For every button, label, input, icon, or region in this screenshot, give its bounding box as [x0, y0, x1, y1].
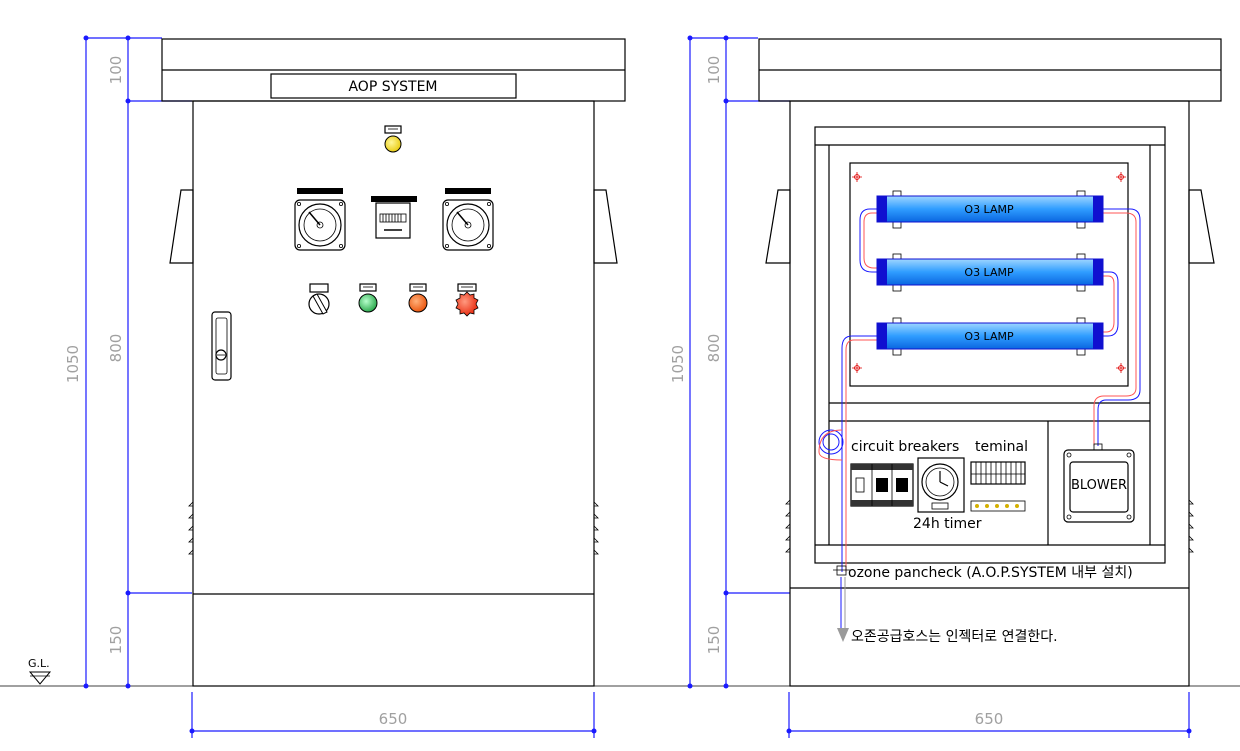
front-dim-width: 650 [379, 710, 408, 728]
o3-lamp-1-label: O3 LAMP [964, 203, 1014, 216]
front-view: 100 800 1050 150 650 AOP SYSTEM [64, 35, 626, 738]
indicator-orange [408, 283, 428, 313]
lamp-wiring [818, 208, 1141, 572]
circuit-breakers-label: circuit breakers [851, 439, 959, 455]
timer-label: 24h timer [913, 516, 982, 532]
interior-dim-top: 100 [705, 56, 723, 85]
circuit-breakers [850, 463, 914, 507]
hose-note: 오존공급호스는 인젝터로 연결한다. [851, 629, 1058, 645]
hour-counter [371, 196, 417, 239]
interior-cabinet-body [789, 100, 1190, 687]
front-dim-top: 100 [107, 56, 125, 85]
emergency-stop-button[interactable] [455, 283, 479, 317]
inner-frame [814, 126, 1166, 564]
front-right-hood [593, 189, 618, 264]
front-title-plate [270, 73, 517, 99]
interior-dim-body: 800 [705, 334, 723, 363]
ozone-hose-arrow [837, 577, 849, 642]
ground-label: G.L. [28, 657, 50, 670]
front-dim-total: 1050 [64, 345, 82, 383]
o3-lamp-3: O3 LAMP [876, 317, 1104, 356]
interior-view: 100 800 1050 150 650 [669, 35, 1222, 738]
blower-label: BLOWER [1071, 478, 1127, 493]
lamp-panel [849, 162, 1129, 387]
interior-dim-total: 1050 [669, 345, 687, 383]
indicator-yellow [384, 125, 402, 153]
blower: BLOWER [1063, 443, 1135, 523]
front-louvers [188, 501, 599, 555]
front-dimension-lines [83, 35, 597, 738]
front-left-hood [169, 189, 194, 264]
front-dim-base: 150 [107, 626, 125, 655]
ozone-pancheck [833, 565, 850, 576]
interior-dim-width: 650 [975, 710, 1004, 728]
o3-lamp-3-label: O3 LAMP [964, 330, 1014, 343]
pancheck-label: ozone pancheck (A.O.P.SYSTEM 내부 설치) [848, 565, 1133, 581]
o3-lamp-2: O3 LAMP [876, 253, 1104, 292]
voltmeter [294, 188, 346, 251]
interior-dim-base: 150 [705, 626, 723, 655]
ammeter [442, 188, 494, 251]
selector-switch[interactable] [308, 283, 330, 315]
terminal-label: teminal [975, 439, 1028, 455]
front-cabinet-body [192, 100, 595, 687]
terminal-block [970, 461, 1026, 512]
ground-marker: G.L. [28, 657, 52, 685]
front-dim-body: 800 [107, 334, 125, 363]
o3-lamp-1: O3 LAMP [876, 190, 1104, 229]
indicator-green [358, 283, 378, 313]
timer-24h [917, 457, 965, 513]
o3-lamp-2-label: O3 LAMP [964, 266, 1014, 279]
door-handle[interactable] [211, 311, 232, 381]
front-title: AOP SYSTEM [348, 79, 437, 95]
